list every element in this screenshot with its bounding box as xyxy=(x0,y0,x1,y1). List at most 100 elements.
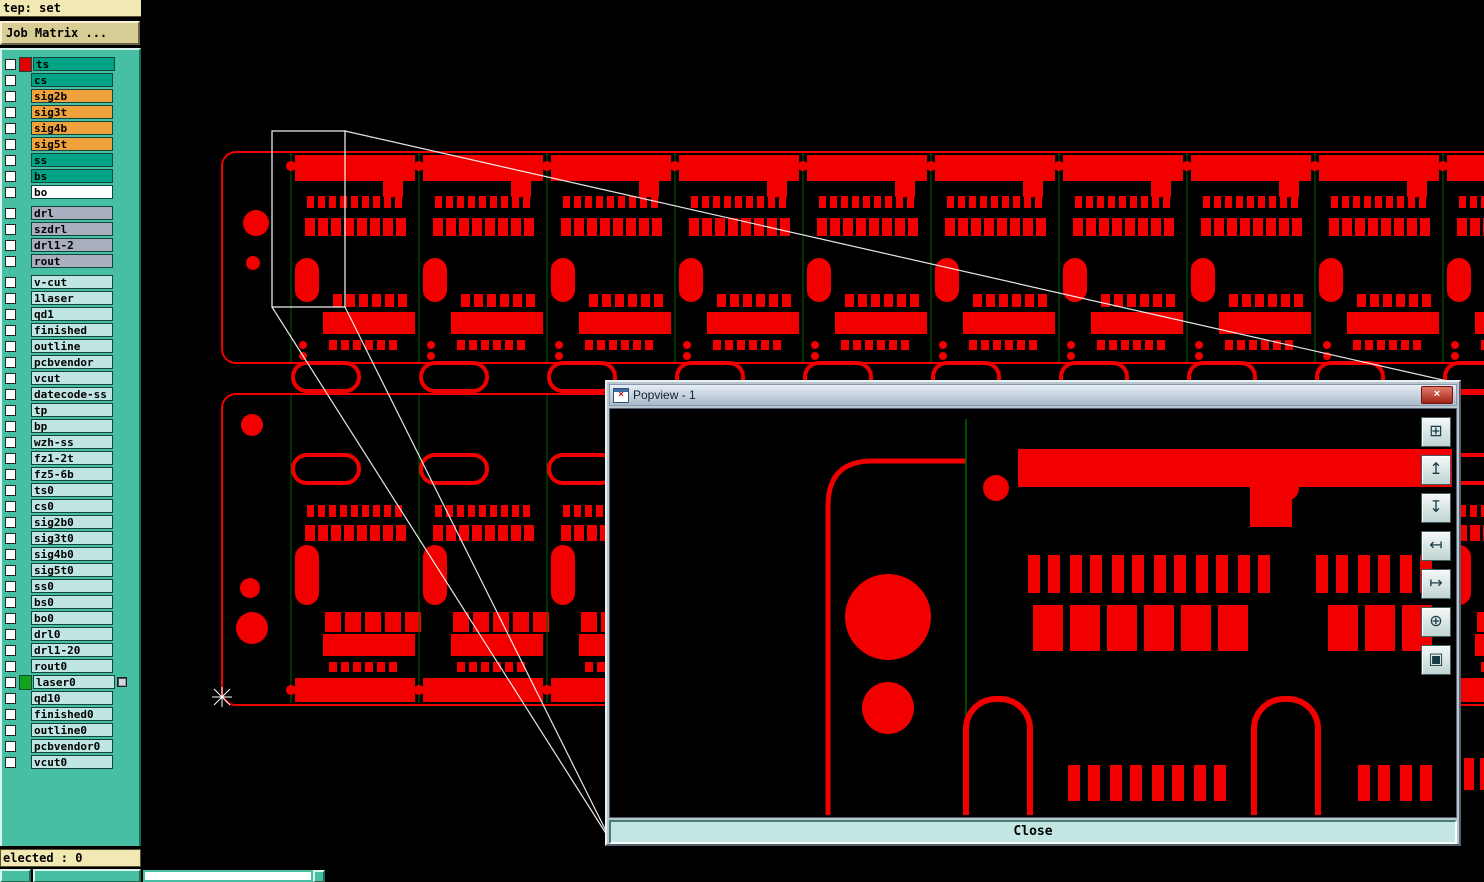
layer-name[interactable]: drl1-2 xyxy=(31,238,113,252)
layer-row[interactable]: bo xyxy=(2,184,139,200)
layer-row[interactable]: pcbvendor0 xyxy=(2,738,139,754)
layer-visibility-checkbox[interactable] xyxy=(5,186,16,198)
layer-visibility-checkbox[interactable] xyxy=(5,138,16,150)
layer-visibility-checkbox[interactable] xyxy=(5,564,16,576)
window-close-icon[interactable]: × xyxy=(1421,386,1453,404)
layer-visibility-checkbox[interactable] xyxy=(5,532,16,544)
layer-visibility-checkbox[interactable] xyxy=(5,239,16,251)
layer-row[interactable]: qd1 xyxy=(2,306,139,322)
layer-row[interactable]: ss0 xyxy=(2,578,139,594)
layer-row[interactable]: bp xyxy=(2,418,139,434)
layer-name[interactable]: rout xyxy=(31,254,113,268)
layer-name[interactable]: sig2b0 xyxy=(31,515,113,529)
popview-close-button[interactable]: Close xyxy=(609,820,1457,844)
layer-row[interactable]: drl1-2 xyxy=(2,237,139,253)
layer-visibility-checkbox[interactable] xyxy=(5,724,16,736)
layer-name[interactable]: rout0 xyxy=(31,659,113,673)
layer-row[interactable]: ts0 xyxy=(2,482,139,498)
layer-row[interactable]: pcbvendor xyxy=(2,354,139,370)
layer-visibility-checkbox[interactable] xyxy=(5,74,16,86)
layer-visibility-checkbox[interactable] xyxy=(5,676,16,688)
layer-row[interactable]: cs0 xyxy=(2,498,139,514)
layer-visibility-checkbox[interactable] xyxy=(5,308,16,320)
layer-name[interactable]: qd1 xyxy=(31,307,113,321)
layer-visibility-checkbox[interactable] xyxy=(5,255,16,267)
layer-name[interactable]: bs xyxy=(31,169,113,183)
layer-name[interactable]: fz1-2t xyxy=(31,451,113,465)
layer-row[interactable]: qd10 xyxy=(2,690,139,706)
layer-row[interactable]: outline xyxy=(2,338,139,354)
layer-visibility-checkbox[interactable] xyxy=(5,756,16,768)
layer-visibility-checkbox[interactable] xyxy=(5,170,16,182)
layer-name[interactable]: sig3t xyxy=(31,105,113,119)
layer-row[interactable]: finished xyxy=(2,322,139,338)
layer-row[interactable]: ss xyxy=(2,152,139,168)
layer-visibility-checkbox[interactable] xyxy=(5,356,16,368)
popview-tool-pan-right[interactable]: ↦ xyxy=(1421,569,1451,599)
layer-row[interactable]: wzh-ss xyxy=(2,434,139,450)
layer-name[interactable]: 1laser xyxy=(31,291,113,305)
layer-name[interactable]: fz5-6b xyxy=(31,467,113,481)
layer-row[interactable]: vcut0 xyxy=(2,754,139,770)
layer-name[interactable]: laser0 xyxy=(33,675,115,689)
layer-name[interactable]: outline0 xyxy=(31,723,113,737)
layer-name[interactable]: pcbvendor0 xyxy=(31,739,113,753)
layer-visibility-checkbox[interactable] xyxy=(5,692,16,704)
layer-row[interactable]: bs0 xyxy=(2,594,139,610)
layer-row[interactable]: fz5-6b xyxy=(2,466,139,482)
layer-name[interactable]: qd10 xyxy=(31,691,113,705)
layer-name[interactable]: vcut xyxy=(31,371,113,385)
layer-visibility-checkbox[interactable] xyxy=(5,207,16,219)
layer-visibility-checkbox[interactable] xyxy=(5,223,16,235)
layer-name[interactable]: drl1-20 xyxy=(31,643,113,657)
layer-name[interactable]: finished xyxy=(31,323,113,337)
layer-visibility-checkbox[interactable] xyxy=(5,708,16,720)
layer-row[interactable]: outline0 xyxy=(2,722,139,738)
popview-tool-pan-down[interactable]: ↧ xyxy=(1421,493,1451,523)
popview-tool-zoom-center[interactable]: ⊕ xyxy=(1421,607,1451,637)
job-matrix-button[interactable]: Job Matrix ... xyxy=(0,21,140,45)
layer-name[interactable]: cs0 xyxy=(31,499,113,513)
layer-name[interactable]: sig2b xyxy=(31,89,113,103)
layer-visibility-checkbox[interactable] xyxy=(5,276,16,288)
layer-row[interactable]: laser0 xyxy=(2,674,139,690)
layer-visibility-checkbox[interactable] xyxy=(5,580,16,592)
layer-name[interactable]: ss0 xyxy=(31,579,113,593)
layer-visibility-checkbox[interactable] xyxy=(5,436,16,448)
layer-name[interactable]: pcbvendor xyxy=(31,355,113,369)
popview-canvas[interactable]: ⊞↥↧↤↦⊕▣ xyxy=(609,408,1457,818)
layer-row[interactable]: bs xyxy=(2,168,139,184)
layer-name[interactable]: szdrl xyxy=(31,222,113,236)
layer-row[interactable]: ts xyxy=(2,56,139,72)
layer-visibility-checkbox[interactable] xyxy=(5,90,16,102)
layer-row[interactable]: rout0 xyxy=(2,658,139,674)
layer-name[interactable]: bo0 xyxy=(31,611,113,625)
layer-name[interactable]: sig4b0 xyxy=(31,547,113,561)
popview-titlebar[interactable]: × Popview - 1 × xyxy=(609,384,1457,406)
layer-row[interactable]: cs xyxy=(2,72,139,88)
layer-row[interactable]: datecode-ss xyxy=(2,386,139,402)
layer-visibility-checkbox[interactable] xyxy=(5,644,16,656)
layer-name[interactable]: datecode-ss xyxy=(31,387,113,401)
layer-visibility-checkbox[interactable] xyxy=(5,452,16,464)
layer-visibility-checkbox[interactable] xyxy=(5,596,16,608)
layer-visibility-checkbox[interactable] xyxy=(5,292,16,304)
layer-row[interactable]: sig5t0 xyxy=(2,562,139,578)
layer-row[interactable]: v-cut xyxy=(2,274,139,290)
layer-visibility-checkbox[interactable] xyxy=(5,548,16,560)
layer-name[interactable]: ss xyxy=(31,153,113,167)
layer-row[interactable]: bo0 xyxy=(2,610,139,626)
bottom-toolbar-bar[interactable] xyxy=(33,869,141,882)
popview-tool-fit-view[interactable]: ▣ xyxy=(1421,645,1451,675)
layer-row[interactable]: sig3t xyxy=(2,104,139,120)
layer-name[interactable]: sig3t0 xyxy=(31,531,113,545)
popview-tool-new-view[interactable]: ⊞ xyxy=(1421,417,1451,447)
popview-tool-pan-up[interactable]: ↥ xyxy=(1421,455,1451,485)
layer-name[interactable]: outline xyxy=(31,339,113,353)
layer-visibility-checkbox[interactable] xyxy=(5,612,16,624)
layer-row[interactable]: sig3t0 xyxy=(2,530,139,546)
layer-visibility-checkbox[interactable] xyxy=(5,154,16,166)
layer-row[interactable]: vcut xyxy=(2,370,139,386)
layer-name[interactable]: vcut0 xyxy=(31,755,113,769)
layer-name[interactable]: drl xyxy=(31,206,113,220)
